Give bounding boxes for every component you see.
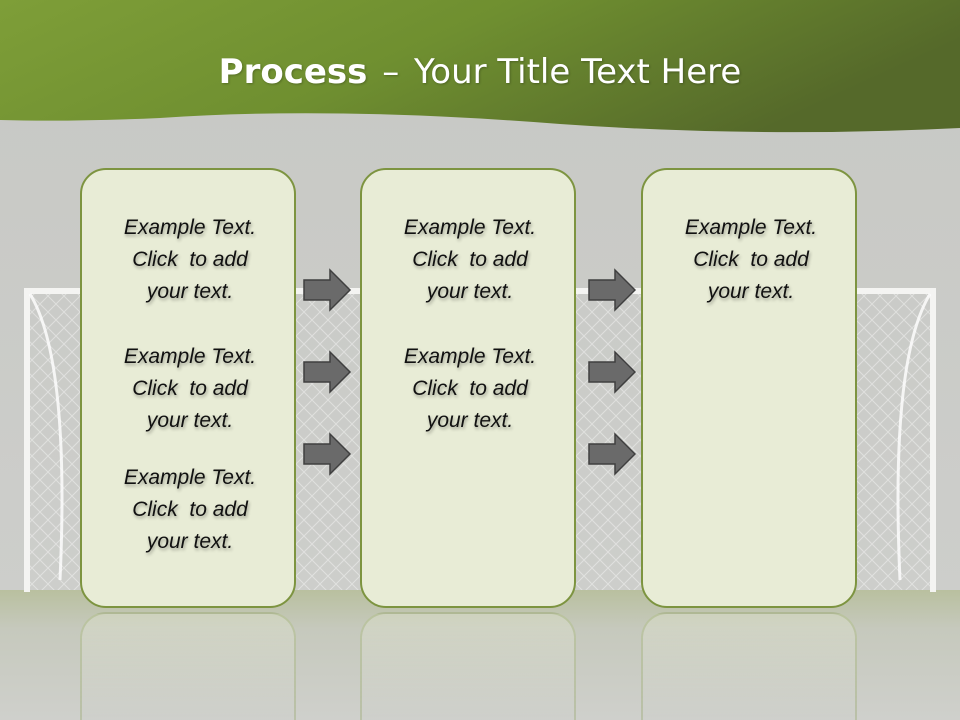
arrow-right-icon [303, 432, 352, 476]
text-block[interactable]: Example Text. Click to add your text. [643, 212, 859, 308]
background-floor [0, 590, 960, 720]
process-step-3-panel[interactable]: Example Text. Click to add your text. [641, 168, 857, 608]
text-line: your text. [146, 280, 234, 303]
text-block[interactable]: Example Text. Click to add your text. [362, 212, 578, 308]
panel-reflection [80, 612, 296, 720]
panel-reflection [641, 612, 857, 720]
text-line: Example Text. [123, 345, 257, 368]
text-line: Example Text. [403, 345, 537, 368]
title-separator: – [382, 52, 400, 92]
text-line: Example Text. [403, 216, 537, 239]
text-line: Example Text. [684, 216, 818, 239]
arrow-right-icon [588, 350, 637, 394]
text-line: Click to add [132, 377, 248, 400]
title-text: Your Title Text Here [414, 52, 742, 92]
text-line: Click to add [412, 377, 528, 400]
text-line: your text. [426, 409, 514, 432]
text-line: Click to add [132, 498, 248, 521]
text-line: your text. [707, 280, 795, 303]
text-block[interactable]: Example Text. Click to add your text. [362, 341, 578, 437]
text-line: your text. [146, 409, 234, 432]
panel-reflection [360, 612, 576, 720]
text-line: Click to add [693, 248, 809, 271]
page-title: Process – Your Title Text Here [0, 52, 960, 92]
text-line: Click to add [412, 248, 528, 271]
text-block[interactable]: Example Text. Click to add your text. [82, 341, 298, 437]
text-line: your text. [146, 530, 234, 553]
arrow-right-icon [303, 268, 352, 312]
title-bold: Process [218, 52, 368, 92]
process-step-1-panel[interactable]: Example Text. Click to add your text. Ex… [80, 168, 296, 608]
arrow-right-icon [588, 268, 637, 312]
text-line: Example Text. [123, 216, 257, 239]
text-line: Example Text. [123, 466, 257, 489]
arrow-right-icon [588, 432, 637, 476]
text-block[interactable]: Example Text. Click to add your text. [82, 462, 298, 558]
text-block[interactable]: Example Text. Click to add your text. [82, 212, 298, 308]
text-line: your text. [426, 280, 514, 303]
process-step-2-panel[interactable]: Example Text. Click to add your text. Ex… [360, 168, 576, 608]
header-band [0, 0, 960, 133]
arrow-right-icon [303, 350, 352, 394]
text-line: Click to add [132, 248, 248, 271]
